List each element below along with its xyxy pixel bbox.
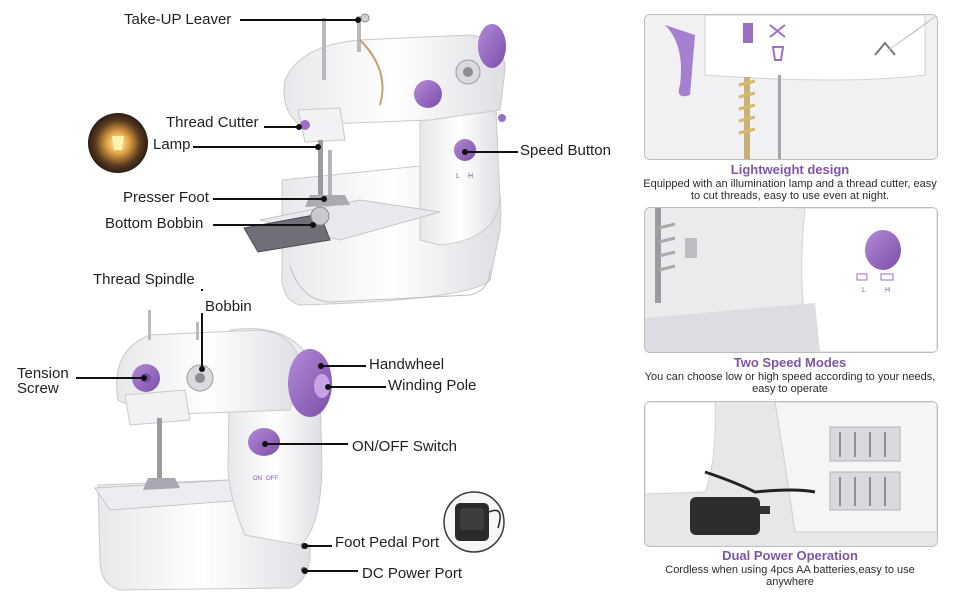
feature-photo-power (644, 401, 938, 547)
foot-pedal-photo (443, 491, 505, 553)
feature-text-speed: You can choose low or high speed accordi… (644, 371, 936, 395)
label-thread-spindle: Thread Spindle (93, 271, 195, 288)
feature-text-lightweight: Equipped with an illumination lamp and a… (643, 178, 937, 202)
machine-illustrations: L H ON OFF (88, 13, 506, 591)
feature-photo-lamp-cutter (644, 14, 938, 160)
label-winding-pole: Winding Pole (388, 377, 477, 394)
switch-on-mark: ON (253, 476, 262, 482)
speed-low-mark: L (456, 173, 460, 180)
feature-title-speed: Two Speed Modes (733, 355, 847, 370)
label-speed-button: Speed Button (520, 142, 611, 159)
feature-caption-1: Lightweight design Equipped with an illu… (640, 162, 940, 203)
panel-speed-high-mark: H (885, 287, 890, 294)
label-tension-screw: Tension Screw (17, 365, 69, 397)
label-bottom-bobbin: Bottom Bobbin (105, 215, 204, 232)
label-on-off-switch: ON/OFF Switch (352, 438, 458, 455)
label-bobbin: Bobbin (205, 298, 252, 315)
label-foot-pedal-port: Foot Pedal Port (335, 534, 440, 551)
label-thread-cutter: Thread Cutter (166, 114, 259, 131)
label-take-up-leaver: Take-UP Leaver (124, 11, 232, 28)
label-lamp: Lamp (153, 136, 191, 153)
switch-off-mark: OFF (266, 476, 278, 482)
bottom-machine: ON OFF (94, 310, 332, 591)
label-dc-power-port: DC Power Port (362, 565, 463, 582)
feature-photo-speed: L H (644, 207, 938, 353)
feature-caption-3: Dual Power Operation Cordless when using… (640, 548, 940, 589)
feature-title-power: Dual Power Operation (722, 548, 858, 563)
panel-speed-low-mark: L (862, 287, 866, 294)
feature-caption-2: Two Speed Modes You can choose low or hi… (640, 355, 940, 396)
feature-title-lightweight: Lightweight design (730, 162, 850, 177)
label-handwheel: Handwheel (369, 356, 445, 373)
label-presser-foot: Presser Foot (123, 189, 209, 206)
top-machine: L H (243, 13, 506, 306)
feature-text-power: Cordless when using 4pcs AA batteries,ea… (665, 564, 915, 588)
speed-high-mark: H (468, 173, 473, 180)
